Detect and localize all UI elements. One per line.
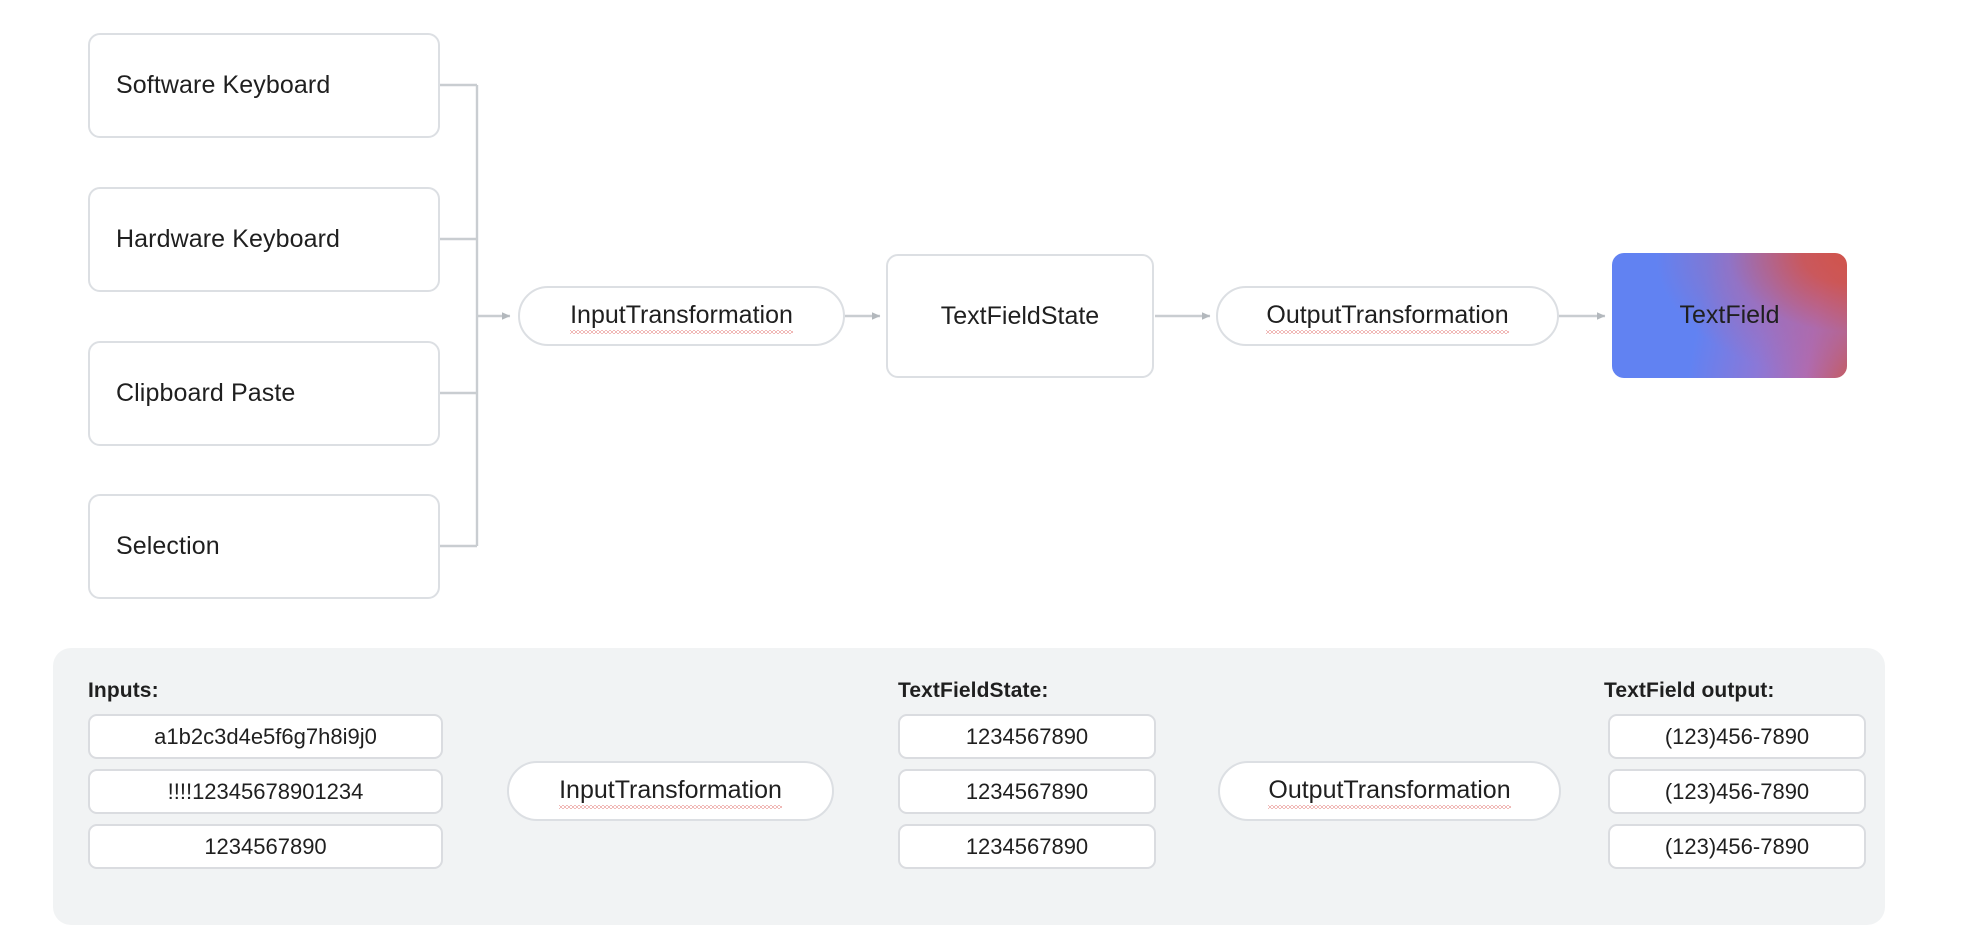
source-label: Software Keyboard <box>116 71 331 99</box>
column-label-textfield-output: TextField output: <box>1604 679 1775 702</box>
column-label-textfield-state: TextFieldState: <box>898 679 1049 702</box>
source-box-hardware-keyboard[interactable]: Hardware Keyboard <box>88 187 440 292</box>
state-value-text: 1234567890 <box>965 778 1089 804</box>
source-label: Clipboard Paste <box>116 379 296 407</box>
output-value-text: (123)456-7890 <box>1664 778 1810 804</box>
input-value-box[interactable]: 1234567890 <box>88 824 443 869</box>
panel-node-label: InputTransformation <box>559 776 782 809</box>
output-value-box[interactable]: (123)456-7890 <box>1608 824 1866 869</box>
source-box-clipboard-paste[interactable]: Clipboard Paste <box>88 341 440 446</box>
node-label: OutputTransformation <box>1266 301 1509 334</box>
state-value-box[interactable]: 1234567890 <box>898 769 1156 814</box>
state-value-box[interactable]: 1234567890 <box>898 824 1156 869</box>
source-box-selection[interactable]: Selection <box>88 494 440 599</box>
output-value-text: (123)456-7890 <box>1664 723 1810 749</box>
node-label: TextField <box>1679 301 1780 329</box>
column-label-inputs: Inputs: <box>88 679 159 702</box>
node-textfield-state[interactable]: TextFieldState <box>886 254 1154 378</box>
source-label: Hardware Keyboard <box>116 225 341 253</box>
state-value-text: 1234567890 <box>965 833 1089 859</box>
node-label: TextFieldState <box>940 301 1100 330</box>
source-label: Selection <box>116 532 220 560</box>
input-value-box[interactable]: a1b2c3d4e5f6g7h8i9j0 <box>88 714 443 759</box>
input-value-text: a1b2c3d4e5f6g7h8i9j0 <box>154 723 377 749</box>
node-textfield[interactable]: TextField <box>1612 253 1847 378</box>
panel-node-label: OutputTransformation <box>1268 776 1511 809</box>
wire-sources-to-input-transformation <box>440 83 511 548</box>
input-value-text: 1234567890 <box>204 833 327 859</box>
output-value-text: (123)456-7890 <box>1664 833 1810 859</box>
state-value-text: 1234567890 <box>965 723 1089 749</box>
state-value-box[interactable]: 1234567890 <box>898 714 1156 759</box>
source-box-software-keyboard[interactable]: Software Keyboard <box>88 33 440 138</box>
input-value-box[interactable]: !!!!12345678901234 <box>88 769 443 814</box>
panel-node-input-transformation[interactable]: InputTransformation <box>507 761 834 821</box>
output-value-box[interactable]: (123)456-7890 <box>1608 714 1866 759</box>
input-value-text: !!!!12345678901234 <box>167 778 364 804</box>
node-output-transformation[interactable]: OutputTransformation <box>1216 286 1559 346</box>
node-input-transformation[interactable]: InputTransformation <box>518 286 845 346</box>
panel-node-output-transformation[interactable]: OutputTransformation <box>1218 761 1561 821</box>
output-value-box[interactable]: (123)456-7890 <box>1608 769 1866 814</box>
node-label: InputTransformation <box>570 301 793 334</box>
